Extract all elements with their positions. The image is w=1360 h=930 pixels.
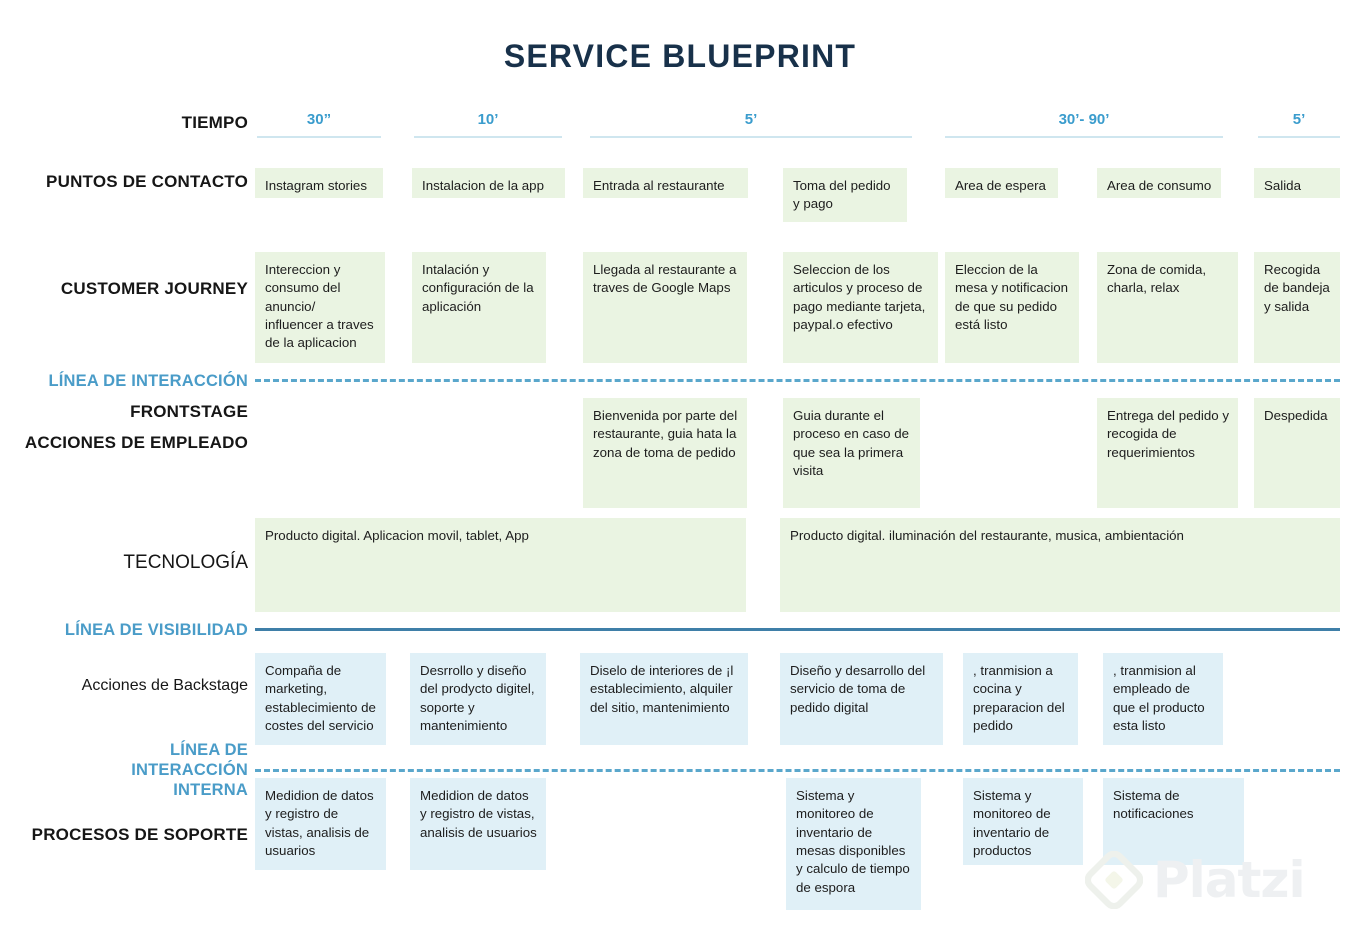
customer-journey-cell-6: Zona de comida, charla, relax [1097, 252, 1238, 363]
backstage-cell-5: , tranmision a cocina y preparacion del … [963, 653, 1078, 745]
tiempo-value-2: 10’ [477, 111, 499, 128]
internal-interaction-line [255, 769, 1340, 772]
tiempo-value-1: 30” [306, 111, 332, 128]
procesos-soporte-cell-5: Sistema y monitoreo de inventario de pro… [963, 778, 1083, 865]
frontstage-cell-4: Guia durante el proceso en caso de que s… [783, 398, 920, 508]
tiempo-value-4: 30’- 90’ [1058, 111, 1110, 128]
row-label-linea-de-visibilidad: LÍNEA DE VISIBILIDAD [64, 621, 248, 639]
backstage-cell-3: Diselo de interiores de ¡l establecimien… [580, 653, 748, 745]
backstage-cell-6: , tranmision al empleado de que el produ… [1103, 653, 1223, 745]
row-label-tiempo: TIEMPO [181, 113, 248, 132]
tiempo-rule-1 [257, 136, 381, 138]
row-label-acciones-de-backstage: Acciones de Backstage [81, 677, 248, 694]
frontstage-cell-3: Bienvenida por parte del restaurante, gu… [583, 398, 747, 508]
customer-journey-cell-4: Seleccion de los articulos y proceso de … [783, 252, 938, 363]
row-label-puntos-de-contacto: PUNTOS DE CONTACTO [46, 172, 248, 191]
procesos-soporte-cell-4: Sistema y monitoreo de inventario de mes… [786, 778, 921, 910]
customer-journey-cell-7: Recogida de bandeja y salida [1254, 252, 1340, 363]
row-label-linea-interaccion-interna-1: LÍNEA DE [170, 741, 248, 759]
customer-journey-cell-2: Intalación y configuración de la aplicac… [412, 252, 546, 363]
row-label-frontstage: FRONTSTAGE [130, 402, 248, 421]
procesos-soporte-cell-1: Medidion de datos y registro de vistas, … [255, 778, 386, 870]
tecnologia-cell-2: Producto digital. iluminación del restau… [780, 518, 1340, 612]
puntos-contacto-cell-3: Entrada al restaurante [583, 168, 748, 198]
frontstage-cell-7: Despedida [1254, 398, 1340, 508]
tiempo-value-3: 5’ [744, 111, 758, 128]
tiempo-rule-3 [590, 136, 912, 138]
page-title: SERVICE BLUEPRINT [503, 38, 857, 74]
frontstage-cell-6: Entrega del pedido y recogida de requeri… [1097, 398, 1238, 508]
backstage-cell-4: Diseño y desarrollo del servicio de toma… [780, 653, 943, 745]
puntos-contacto-cell-5: Area de espera [945, 168, 1058, 198]
row-label-customer-journey: CUSTOMER JOURNEY [60, 279, 248, 298]
puntos-contacto-cell-4: Toma del pedido y pago [783, 168, 907, 222]
customer-journey-cell-5: Eleccion de la mesa y notificacion de qu… [945, 252, 1079, 363]
tiempo-value-5: 5’ [1292, 111, 1306, 128]
tiempo-rule-4 [945, 136, 1223, 138]
backstage-cell-1: Compaña de marketing, establecimiento de… [255, 653, 386, 745]
procesos-soporte-cell-6: Sistema de notificaciones [1103, 778, 1244, 865]
customer-journey-cell-1: Intereccion y consumo del anuncio/ influ… [255, 252, 385, 363]
row-label-tecnologia: TECNOLOGÍA [123, 552, 248, 573]
row-label-linea-de-interaccion: LÍNEA DE INTERACCIÓN [48, 372, 248, 390]
puntos-contacto-cell-1: Instagram stories [255, 168, 383, 198]
puntos-contacto-cell-6: Area de consumo [1097, 168, 1221, 198]
visibility-line [255, 628, 1340, 631]
tecnologia-cell-1: Producto digital. Aplicacion movil, tabl… [255, 518, 746, 612]
row-label-acciones-de-empleado: ACCIONES DE EMPLEADO [24, 433, 248, 452]
row-label-procesos-de-soporte: PROCESOS DE SOPORTE [31, 825, 248, 844]
row-label-linea-interaccion-interna-3: INTERNA [173, 781, 248, 799]
tiempo-rule-5 [1258, 136, 1340, 138]
puntos-contacto-cell-7: Salida [1254, 168, 1340, 198]
puntos-contacto-cell-2: Instalacion de la app [412, 168, 565, 198]
customer-journey-cell-3: Llegada al restaurante a traves de Googl… [583, 252, 747, 363]
tiempo-rule-2 [414, 136, 562, 138]
backstage-cell-2: Desrrollo y diseño del prodycto digitel,… [410, 653, 546, 745]
procesos-soporte-cell-2: Medidion de datos y registro de vistas, … [410, 778, 546, 870]
interaction-line [255, 379, 1340, 382]
row-label-linea-interaccion-interna-2: INTERACCIÓN [131, 761, 248, 779]
